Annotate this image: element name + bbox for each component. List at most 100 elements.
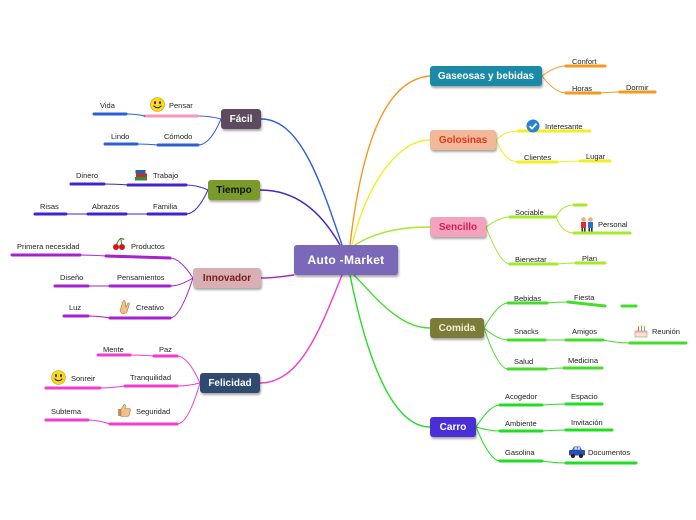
subtopic-sociable[interactable]: Sociable <box>515 208 544 217</box>
link-mente <box>129 354 155 357</box>
link-dinero <box>103 183 129 186</box>
subtopic-diseno[interactable]: Diseño <box>60 273 84 282</box>
subtopic-lindo[interactable]: Lindo <box>111 132 130 141</box>
subtopic-pensar[interactable]: Pensar <box>169 101 193 110</box>
subtopic-comodo[interactable]: Cómodo <box>164 132 193 141</box>
topic-gaseosas-y-bebidas[interactable]: Gaseosas y bebidas <box>430 66 542 86</box>
topic-facil[interactable]: Fácil <box>221 109 261 129</box>
subtopic-confort[interactable]: Confort <box>572 57 597 66</box>
link-tranquilidad <box>176 382 201 387</box>
branch-felicidad <box>259 274 343 384</box>
link-luz <box>87 315 111 319</box>
link-interesante <box>495 130 519 141</box>
subtopic-luz[interactable]: Luz <box>69 303 82 312</box>
link-familia <box>185 189 209 215</box>
subtopic-medicina[interactable]: Medicina <box>568 356 599 365</box>
topic-golosinas[interactable]: Golosinas <box>430 130 496 150</box>
link-vida <box>125 113 146 117</box>
subtopic-dormir[interactable]: Dormir <box>626 83 649 92</box>
subtopic-lugar[interactable]: Lugar <box>586 152 606 161</box>
topic-carro[interactable]: Carro <box>430 417 476 437</box>
topic-tiempo[interactable]: Tiempo <box>208 180 260 200</box>
subtopic-seguridad[interactable]: Seguridad <box>136 407 171 416</box>
link-plan <box>556 262 577 265</box>
subtopic-primera-necesidad[interactable]: Primera necesidad <box>17 242 80 251</box>
subtopic-acogedor[interactable]: Acogedor <box>505 392 538 401</box>
link-confort <box>541 65 567 77</box>
link-ambiente <box>475 426 501 432</box>
link-subtema <box>87 419 111 425</box>
link-pensar <box>197 115 222 120</box>
link-leaf <box>555 204 575 218</box>
subtopic-reunion[interactable]: Reunión <box>652 327 680 336</box>
link-espacio <box>541 403 567 406</box>
subtopic-paz[interactable]: Paz <box>159 345 172 354</box>
subtopic-clientes[interactable]: Clientes <box>524 153 552 162</box>
subtopic-espacio[interactable]: Espacio <box>571 392 598 401</box>
subtopic-tranquilidad[interactable]: Tranquilidad <box>130 373 171 382</box>
link-sociable <box>485 216 511 228</box>
branch-golosinas <box>351 139 431 246</box>
link-comodo <box>197 118 222 146</box>
link-medicina <box>545 367 565 370</box>
topic-comida[interactable]: Comida <box>430 318 484 338</box>
checkmark-icon <box>526 119 540 133</box>
link-snacks <box>483 327 509 341</box>
car-icon <box>569 446 585 458</box>
subtopic-dinero[interactable]: Dinero <box>76 171 99 180</box>
link-seguridad <box>176 382 201 425</box>
link-bienestar <box>485 226 511 265</box>
subtopic-creativo[interactable]: Creativo <box>136 303 164 312</box>
thumbs-up-icon <box>118 404 131 417</box>
branch-comida <box>353 274 431 329</box>
subtopic-gasolina[interactable]: Gasolina <box>505 448 535 457</box>
link-horas <box>541 75 567 94</box>
topic-sencillo[interactable]: Sencillo <box>430 217 486 237</box>
link-invitacion <box>541 429 567 432</box>
underline-productos <box>104 254 172 260</box>
topic-felicidad[interactable]: Felicidad <box>200 373 260 393</box>
subtopic-bebidas[interactable]: Bebidas <box>514 294 542 303</box>
link-productos <box>169 257 194 279</box>
subtopic-sonreir[interactable]: Sonreir <box>71 374 96 383</box>
link-creativo <box>169 277 194 319</box>
link-paz <box>176 355 201 384</box>
subtopic-snacks[interactable]: Snacks <box>514 327 539 336</box>
subtopic-plan[interactable]: Plan <box>582 254 598 263</box>
subtopic-interesante[interactable]: Interesante <box>545 122 583 131</box>
link-bebidas <box>483 302 509 329</box>
link-dormir <box>599 91 621 94</box>
subtopic-ambiente[interactable]: Ambiente <box>505 419 537 428</box>
branch-gaseosas <box>349 75 431 246</box>
subtopic-pensamientos[interactable]: Pensamientos <box>117 273 165 282</box>
smiley-icon <box>150 97 165 112</box>
link-personal <box>555 216 575 234</box>
subtopic-bienestar[interactable]: Bienestar <box>515 255 547 264</box>
link-lindo <box>136 143 159 146</box>
subtopic-fiesta[interactable]: Fiesta <box>574 293 595 302</box>
subtopic-subtema[interactable]: Subtema <box>51 407 82 416</box>
clapping-hands-icon <box>119 300 130 315</box>
link-sonreir <box>99 385 126 389</box>
subtopic-personal[interactable]: Personal <box>598 220 628 229</box>
subtopic-salud[interactable]: Salud <box>514 357 534 366</box>
subtopic-risas[interactable]: Risas <box>40 202 59 211</box>
subtopic-abrazos[interactable]: Abrazos <box>92 202 120 211</box>
subtopic-horas[interactable]: Horas <box>572 84 593 93</box>
smiley-icon <box>51 370 66 385</box>
subtopic-familia[interactable]: Familia <box>153 202 178 211</box>
subtopic-documentos[interactable]: Documentos <box>588 448 631 457</box>
subtopic-productos[interactable]: Productos <box>131 242 165 251</box>
underline-fiesta <box>566 300 607 308</box>
subtopic-invitacion[interactable]: Invitación <box>571 418 603 427</box>
subtopic-mente[interactable]: Mente <box>103 345 124 354</box>
branch-facil <box>260 118 343 246</box>
link-salud <box>483 327 509 370</box>
link-trabajo <box>185 184 209 191</box>
subtopic-vida[interactable]: Vida <box>100 101 115 110</box>
branch-tiempo <box>259 189 341 246</box>
central-topic[interactable]: Auto -Market <box>294 245 398 275</box>
subtopic-amigos[interactable]: Amigos <box>572 327 598 336</box>
topic-innovador[interactable]: Innovador <box>193 268 261 288</box>
subtopic-trabajo[interactable]: Trabajo <box>153 171 179 180</box>
